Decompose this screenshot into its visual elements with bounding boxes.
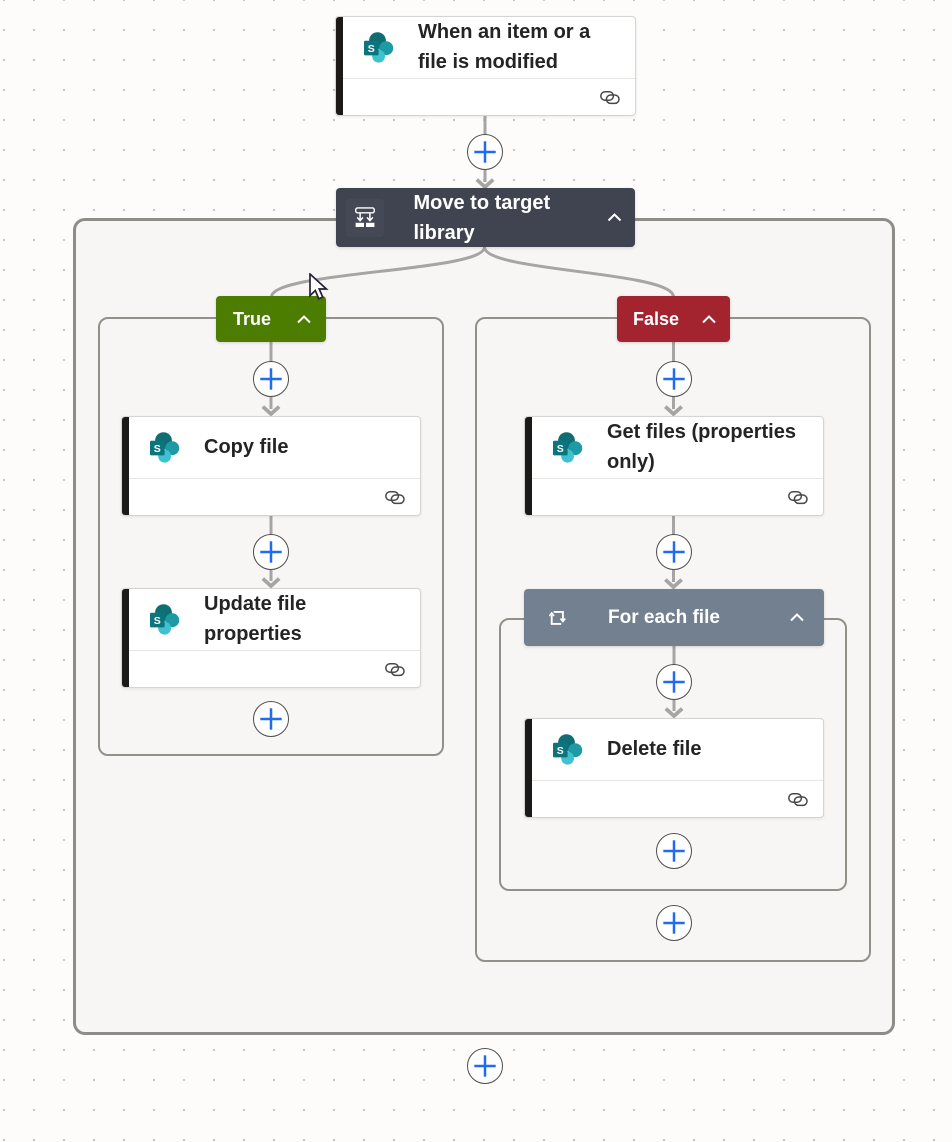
svg-text:S: S bbox=[154, 614, 161, 626]
svg-text:S: S bbox=[368, 42, 375, 54]
svg-text:S: S bbox=[557, 442, 564, 454]
svg-text:S: S bbox=[557, 744, 564, 756]
svg-text:S: S bbox=[154, 442, 161, 454]
